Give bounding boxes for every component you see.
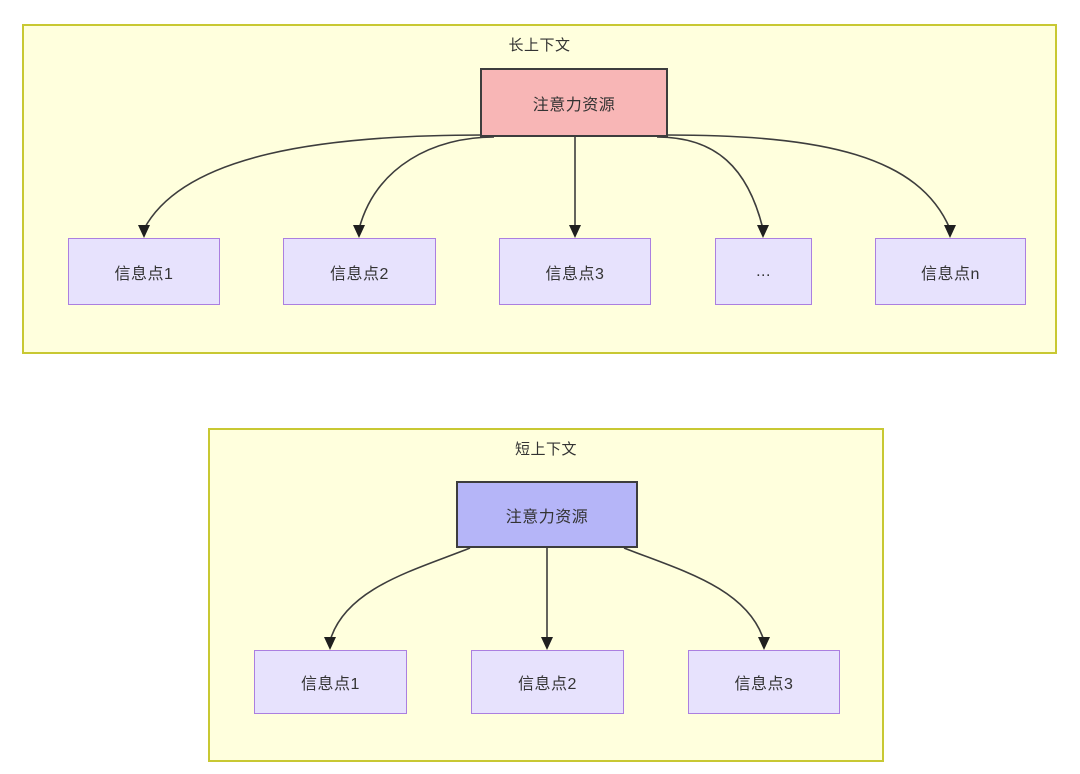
panel-short-context: 短上下文 注意力资源 信息点1 信息点2 信息点3 bbox=[208, 428, 884, 762]
edge-root-to-info-2 bbox=[358, 136, 495, 230]
node-info-point-n-long[interactable]: 信息点n bbox=[875, 238, 1026, 305]
node-info-point-1-short[interactable]: 信息点1 bbox=[254, 650, 407, 714]
edge-root-to-info-3-short bbox=[623, 547, 765, 642]
arrowhead-info-n bbox=[944, 225, 956, 238]
edge-root-to-info-1-short bbox=[329, 547, 471, 642]
node-info-point-2-short[interactable]: 信息点2 bbox=[471, 650, 624, 714]
node-info-point-2-long[interactable]: 信息点2 bbox=[283, 238, 436, 305]
panel-long-context: 长上下文 注意力资源 信息点1 信息点2 信息点3 ... 信息 bbox=[22, 24, 1057, 354]
node-info-point-ellipsis-long[interactable]: ... bbox=[715, 238, 812, 305]
arrowhead-info-3 bbox=[569, 225, 581, 238]
node-info-point-1-long[interactable]: 信息点1 bbox=[68, 238, 220, 305]
arrowhead-info-2-short bbox=[541, 637, 553, 650]
panel-short-context-title: 短上下文 bbox=[514, 441, 577, 458]
arrowhead-info-1-short bbox=[324, 637, 336, 650]
arrowhead-info-3-short bbox=[758, 637, 770, 650]
arrowhead-info-1 bbox=[138, 225, 150, 238]
node-attention-resource-long[interactable]: 注意力资源 bbox=[480, 68, 668, 137]
arrowhead-info-ellipsis bbox=[757, 225, 769, 238]
node-info-point-3-long[interactable]: 信息点3 bbox=[499, 238, 651, 305]
edge-root-to-info-n bbox=[666, 134, 951, 230]
node-attention-resource-short[interactable]: 注意力资源 bbox=[456, 481, 638, 548]
arrowhead-info-2 bbox=[353, 225, 365, 238]
node-info-point-3-short[interactable]: 信息点3 bbox=[688, 650, 840, 714]
edge-root-to-info-ellipsis bbox=[656, 136, 764, 230]
edge-root-to-info-1 bbox=[143, 134, 484, 230]
panel-long-context-title: 长上下文 bbox=[508, 37, 571, 54]
